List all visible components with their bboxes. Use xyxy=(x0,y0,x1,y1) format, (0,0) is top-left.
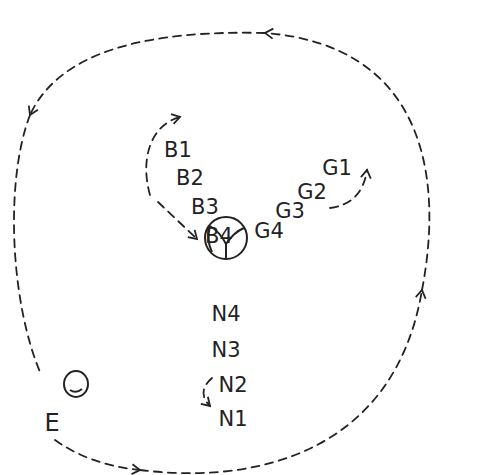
path-segment xyxy=(203,378,212,406)
position-label: G1 xyxy=(322,158,352,179)
position-label: B1 xyxy=(164,140,192,161)
position-label: N3 xyxy=(211,340,240,361)
position-label: G4 xyxy=(254,221,284,242)
ball-symbol xyxy=(205,217,247,259)
position-label: E xyxy=(44,411,59,435)
path-segment xyxy=(265,33,429,290)
path-segment xyxy=(30,33,265,115)
position-label: N2 xyxy=(218,375,247,396)
position-label: G3 xyxy=(275,201,305,222)
path-segment xyxy=(140,290,422,473)
position-label: B3 xyxy=(191,197,219,218)
path-segment xyxy=(55,440,140,470)
player-symbol xyxy=(64,371,88,397)
position-label: N4 xyxy=(211,304,240,325)
position-label: G2 xyxy=(297,182,327,203)
position-label: B2 xyxy=(176,168,204,189)
path-segment xyxy=(14,115,40,372)
position-label: B4 xyxy=(205,226,233,247)
position-label: N1 xyxy=(218,409,247,430)
